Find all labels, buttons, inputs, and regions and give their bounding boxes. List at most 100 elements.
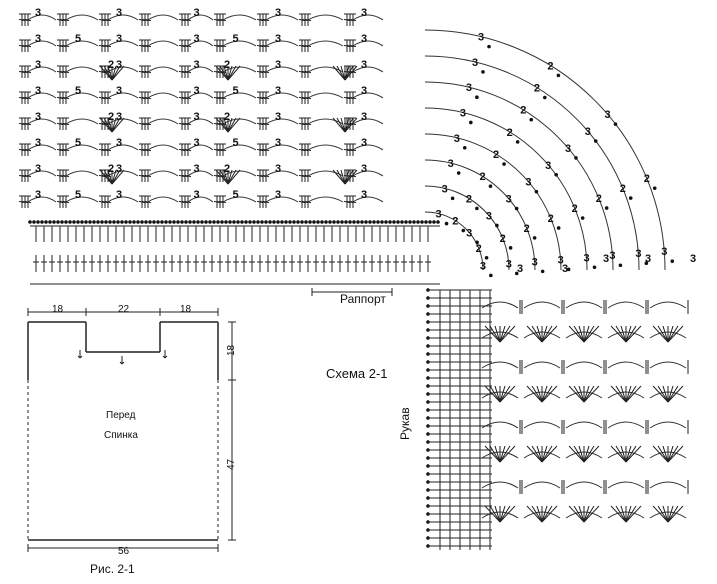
shell-stitch: [499, 325, 506, 343]
stitch-count: 2: [108, 59, 114, 71]
slip-stitch-dot: [426, 416, 430, 420]
slip-stitch-dot: [408, 220, 412, 224]
stitch-count: 3: [442, 183, 448, 195]
dc-crossbar: [349, 70, 357, 74]
slip-stitch-dot: [352, 220, 356, 224]
shell-stitch: [526, 385, 543, 403]
dc-crossbar: [219, 148, 227, 152]
dc-crossbar: [301, 200, 309, 204]
stitch-count: 2: [500, 233, 506, 245]
stitch-count: 3: [532, 256, 538, 268]
dc-crossbar: [98, 148, 106, 152]
dc-crossbar: [216, 200, 224, 204]
dc-crossbar: [256, 200, 264, 204]
shell-stitch: [615, 505, 627, 523]
dc-crossbar: [59, 70, 67, 74]
slip-stitch-dot: [388, 220, 392, 224]
shell-stitch: [499, 445, 516, 463]
slip-stitch-dot: [484, 256, 489, 260]
slip-stitch-dot: [68, 220, 72, 224]
shell-stitch: [667, 325, 679, 343]
stitch-count: 3: [361, 137, 367, 149]
figure-caption: Рис. 2-1: [90, 562, 135, 576]
dc-crossbar: [259, 96, 267, 100]
chain-arc: [307, 144, 344, 151]
shell-stitch: [568, 325, 585, 343]
stitch-count: 5: [75, 85, 81, 97]
shell-stitch: [620, 325, 627, 343]
stitch-count: 3: [448, 158, 454, 170]
dc-crossbar: [18, 148, 26, 152]
slip-stitch-dot: [56, 220, 60, 224]
slip-stitch-dot: [280, 220, 284, 224]
shell-stitch: [541, 505, 553, 523]
dc-crossbar: [213, 18, 221, 22]
chain-arc: [147, 118, 179, 125]
chain-arc: [265, 14, 299, 21]
slip-stitch-dot: [543, 95, 547, 100]
slip-stitch-dot: [420, 220, 424, 224]
shell-stitch: [111, 169, 125, 185]
chain-arc: [352, 144, 384, 151]
dc-crossbar: [141, 96, 149, 100]
dc-crossbar: [259, 18, 267, 22]
slip-stitch-dot: [76, 220, 80, 224]
chain-arc: [607, 301, 645, 309]
slip-stitch-dot: [160, 220, 164, 224]
dc-crossbar: [18, 96, 26, 100]
shell-stitch: [662, 445, 669, 463]
slip-stitch-dot: [416, 220, 420, 224]
shell-stitch: [667, 445, 674, 463]
shell-stitch: [620, 385, 627, 403]
stitch-count: 3: [194, 33, 200, 45]
chain-arc: [307, 196, 344, 203]
chain-arc: [607, 481, 645, 489]
shell-stitch: [107, 65, 113, 81]
chain-arc: [352, 196, 384, 203]
slip-stitch-dot: [240, 220, 244, 224]
shell-stitch: [667, 385, 674, 403]
stitch-count: 3: [361, 111, 367, 123]
shell-stitch: [625, 505, 637, 523]
shell-stitch: [578, 505, 585, 523]
slip-stitch-dot: [404, 220, 408, 224]
dc-crossbar: [178, 70, 186, 74]
slip-stitch-dot: [40, 220, 44, 224]
slip-stitch-dot: [426, 512, 430, 516]
dc-crossbar: [298, 148, 306, 152]
stitch-count: 3: [562, 263, 568, 275]
shell-stitch: [494, 445, 501, 463]
dc-crossbar: [178, 148, 186, 152]
dc-crossbar: [62, 70, 70, 74]
dc-crossbar: [18, 122, 26, 126]
shell-stitch: [667, 445, 684, 463]
slip-stitch-dot: [208, 220, 212, 224]
dc-crossbar: [181, 200, 189, 204]
dc-crossbar: [301, 44, 309, 48]
dc-crossbar: [213, 70, 221, 74]
dc-crossbar: [62, 44, 70, 48]
chain-arc: [27, 144, 57, 151]
slip-stitch-dot: [164, 220, 168, 224]
dc-crossbar: [301, 122, 309, 126]
dc-crossbar: [138, 96, 146, 100]
chain-arc: [187, 14, 214, 21]
shell-stitch: [107, 117, 113, 133]
shell-stitch: [625, 325, 637, 343]
shell-stitch: [625, 445, 637, 463]
stitch-count: 3: [361, 85, 367, 97]
stitch-count: 3: [558, 254, 564, 266]
shell-stitch: [578, 385, 585, 403]
slip-stitch-dot: [426, 488, 430, 492]
dc-crossbar: [213, 200, 221, 204]
stitch-count: 3: [460, 107, 466, 119]
stitch-count: 3: [35, 33, 41, 45]
slip-stitch-dot: [264, 220, 268, 224]
shell-stitch: [223, 169, 229, 185]
stitch-count: 3: [506, 194, 512, 206]
dc-crossbar: [256, 174, 264, 178]
slip-stitch-dot: [364, 220, 368, 224]
chain-arc: [481, 421, 519, 429]
chain-arc: [265, 170, 299, 177]
slip-stitch-dot: [372, 220, 376, 224]
